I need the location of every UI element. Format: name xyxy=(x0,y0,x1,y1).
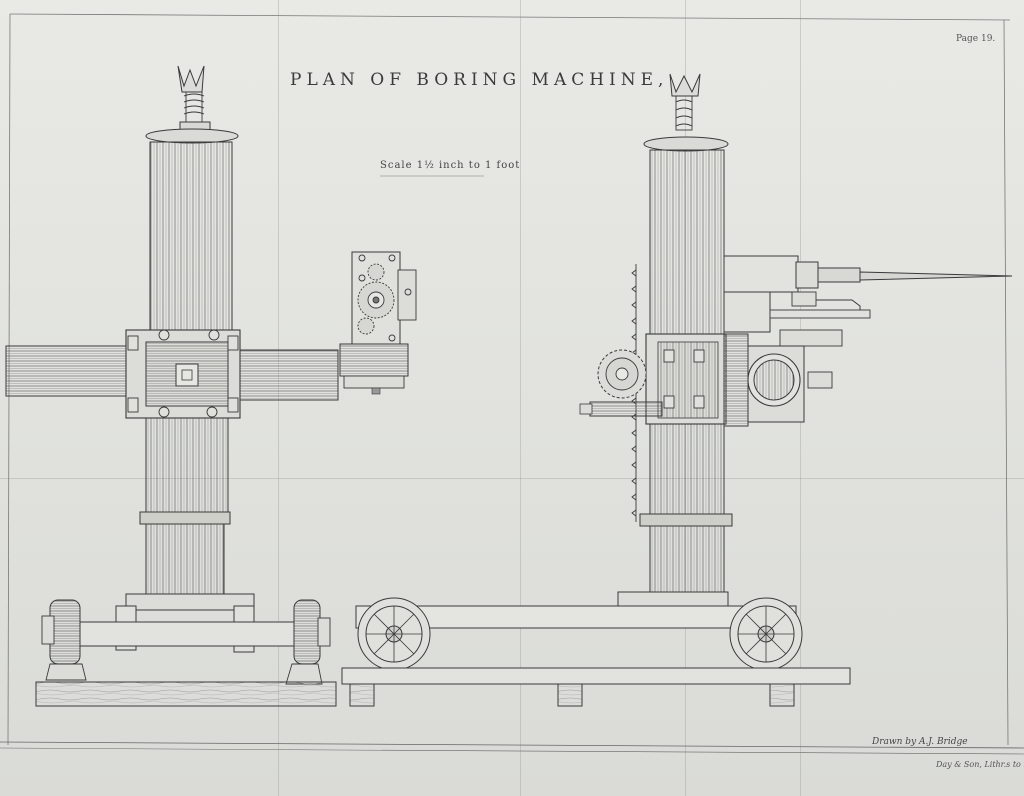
column-band xyxy=(139,511,231,525)
drill-head xyxy=(723,255,799,293)
column-screw xyxy=(183,91,205,123)
column-upper xyxy=(149,141,233,333)
border-right xyxy=(1003,19,1009,746)
saddle-boss xyxy=(175,363,199,387)
column-lower xyxy=(145,523,225,595)
column-cap xyxy=(145,128,239,144)
border-top xyxy=(9,13,1011,21)
plate-title: PLAN OF BORING MACHINE, xyxy=(290,70,669,90)
column-lower xyxy=(649,525,725,599)
fold-line xyxy=(520,0,521,796)
border-bottom xyxy=(0,741,1024,749)
column-middle xyxy=(649,423,725,517)
column-screw xyxy=(675,95,693,131)
scale-note: Scale 1½ inch to 1 foot xyxy=(380,160,521,171)
printer-imprint: Day & Son, Lithr.s to the Quee xyxy=(936,760,1024,769)
crown-finial xyxy=(669,73,701,97)
column-upper xyxy=(649,149,725,337)
arm-right xyxy=(233,349,339,401)
saddle-bolts xyxy=(127,329,239,418)
column-cap xyxy=(643,136,729,152)
border-bottom-inner xyxy=(0,747,1024,755)
page-number: Page 19. xyxy=(956,34,996,44)
timber-base xyxy=(35,681,337,707)
arm-left xyxy=(5,345,143,397)
column-band xyxy=(639,513,733,527)
pinion-shaft xyxy=(589,401,663,417)
crown-finial xyxy=(177,65,205,93)
gear-box-gears xyxy=(357,254,412,342)
front-elevation xyxy=(5,65,417,707)
draughtsman-credit: Drawn by A.J. Bridge xyxy=(872,737,968,747)
column-middle xyxy=(145,417,229,515)
carriage-top xyxy=(125,593,255,611)
timber-sleepers xyxy=(349,683,795,707)
carriage-axle xyxy=(79,621,295,647)
gear-box-sleeve xyxy=(339,343,409,377)
timber-rail xyxy=(341,667,851,685)
fold-line xyxy=(0,478,1024,479)
boring-bar xyxy=(859,271,1013,281)
drive-drum xyxy=(753,359,795,401)
side-elevation xyxy=(341,73,1013,707)
carriage-wheels xyxy=(357,597,803,671)
